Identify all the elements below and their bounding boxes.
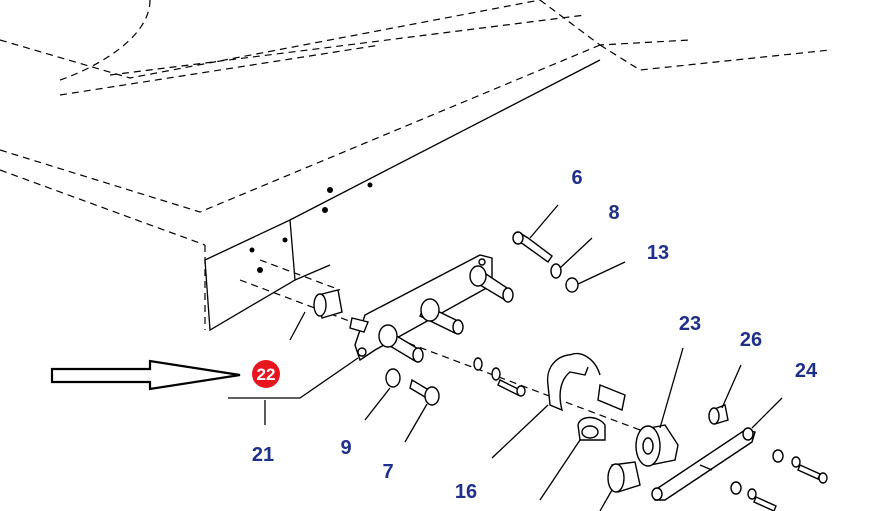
part-label-8[interactable]: 8	[608, 202, 619, 224]
washer-8	[550, 263, 562, 279]
clamp-16	[546, 352, 626, 441]
part-label-26[interactable]: 26	[740, 329, 762, 351]
hardware-row	[473, 357, 526, 397]
frame-bushing	[313, 289, 369, 333]
part-label-22: 22	[257, 365, 276, 384]
part-label-24[interactable]: 24	[795, 360, 818, 382]
part-label-13[interactable]: 13	[647, 242, 669, 264]
part-label-6[interactable]: 6	[571, 167, 582, 189]
bushing-23	[635, 424, 679, 467]
nut-13	[565, 277, 579, 293]
hollow-arrow-right-icon	[50, 359, 241, 391]
part-label-7[interactable]: 7	[382, 461, 393, 483]
sleeve-26	[708, 404, 729, 425]
link-hardware	[730, 449, 828, 511]
chassis-frame	[0, 0, 831, 431]
lower-bushing	[607, 461, 641, 493]
part-label-21[interactable]: 21	[252, 444, 274, 466]
part-label-16[interactable]: 16	[455, 481, 477, 503]
part-label-9[interactable]: 9	[340, 437, 351, 459]
leader-lines	[228, 204, 783, 511]
part-label-23[interactable]: 23	[679, 313, 701, 335]
highlighted-part-marker[interactable]: 22	[252, 360, 280, 388]
bolt-7	[409, 378, 440, 406]
link-bar-24	[651, 427, 756, 501]
bolt-6	[512, 231, 553, 263]
plate-studs	[378, 265, 514, 363]
washer-9	[385, 368, 401, 388]
